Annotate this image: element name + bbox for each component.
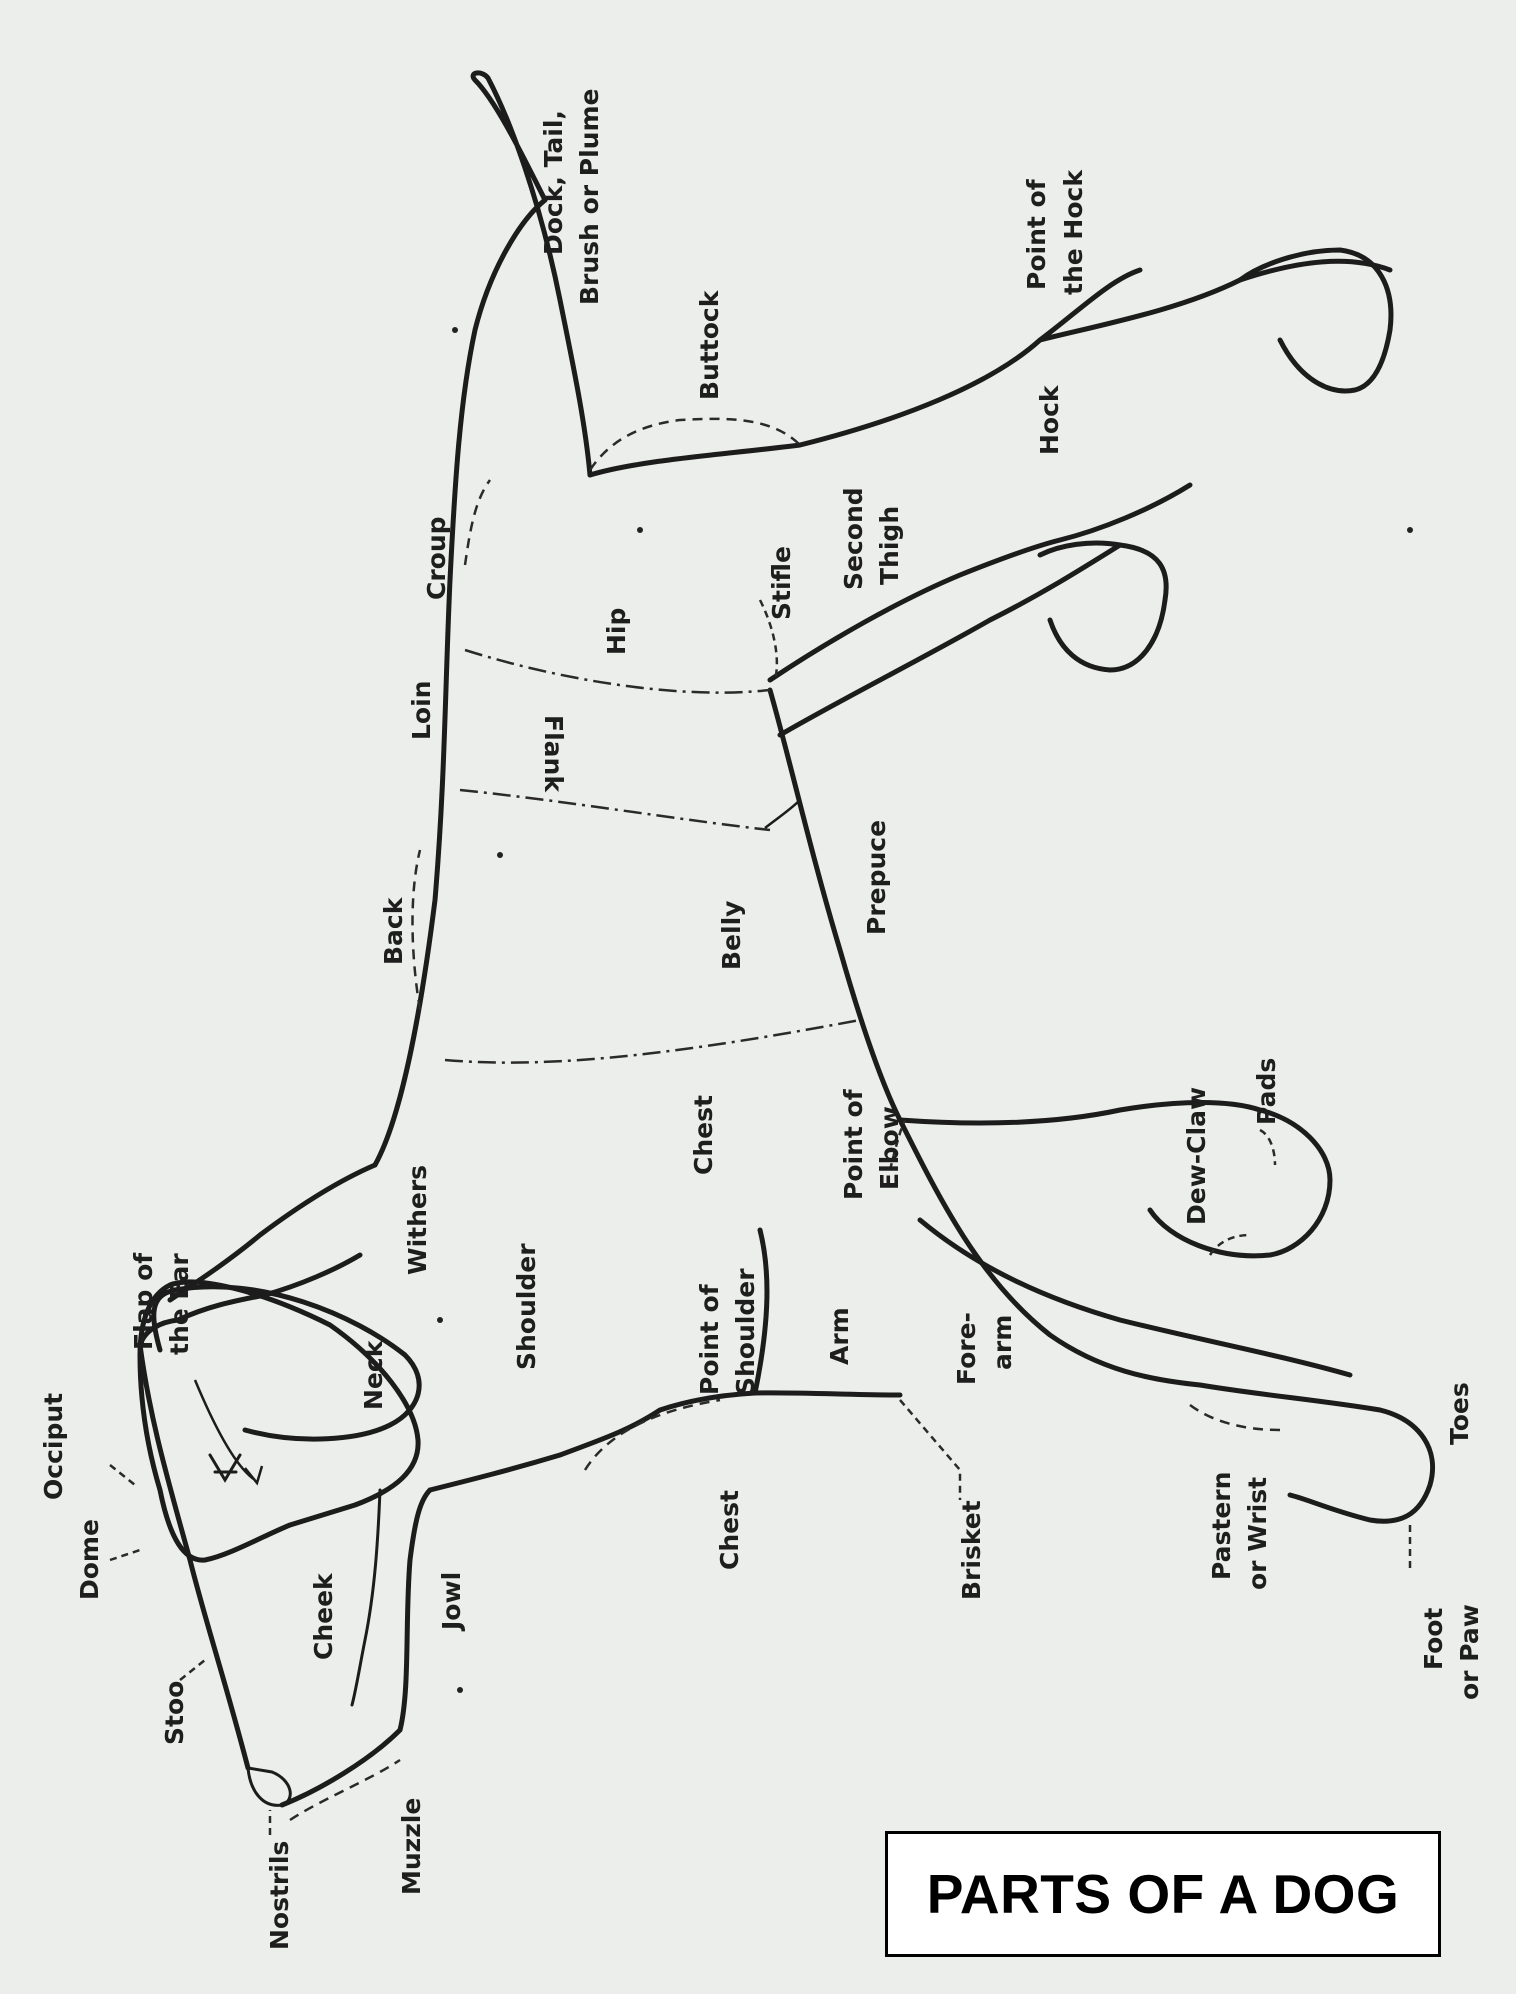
label-second-1: Second bbox=[839, 487, 868, 590]
label-cheek: Cheek bbox=[309, 1572, 338, 1660]
label-point-hock-2: the Hock bbox=[1059, 169, 1088, 295]
label-flap-2: the Ear bbox=[165, 1253, 194, 1355]
leader-prepuce bbox=[765, 800, 800, 828]
muzzle-dash bbox=[290, 1760, 400, 1820]
divider-loin-hip bbox=[465, 650, 770, 693]
label-stop: Stoo bbox=[160, 1681, 189, 1745]
label-muzzle: Muzzle bbox=[397, 1798, 426, 1895]
label-pads: Pads bbox=[1252, 1058, 1281, 1125]
speck-5 bbox=[457, 1687, 463, 1693]
label-dew-claw: Dew-Claw bbox=[1182, 1087, 1211, 1225]
label-shoulder: Shoulder bbox=[512, 1243, 541, 1370]
back-dash bbox=[413, 850, 421, 1010]
speck-3 bbox=[437, 1317, 443, 1323]
lip-line bbox=[352, 1490, 380, 1705]
label-chest-upper: Chest bbox=[689, 1095, 718, 1175]
tail bbox=[473, 73, 590, 475]
label-jowl: Jowl bbox=[437, 1572, 466, 1632]
label-dock-1: Dock, Tail, bbox=[539, 110, 568, 255]
label-elbow-1: Point of bbox=[839, 1088, 868, 1200]
leader-pads bbox=[1260, 1130, 1275, 1165]
label-point-hock-1: Point of bbox=[1022, 178, 1051, 290]
forearm-line bbox=[920, 1220, 1350, 1375]
leader-lines bbox=[110, 600, 1410, 1835]
hind-leg-front bbox=[770, 485, 1190, 680]
label-flank: Flank bbox=[539, 715, 568, 793]
nose bbox=[248, 1768, 290, 1805]
label-chest-lower: Chest bbox=[715, 1490, 744, 1570]
neck-crest bbox=[170, 1165, 375, 1300]
label-occiput: Occiput bbox=[39, 1393, 68, 1500]
label-pastern-1: Pastern bbox=[1207, 1472, 1236, 1580]
pastern-dash bbox=[1190, 1405, 1280, 1430]
leader-brisket bbox=[900, 1400, 960, 1500]
croup-dash bbox=[465, 480, 490, 565]
diagram-title: PARTS OF A DOG bbox=[927, 1862, 1399, 1926]
label-stifle: Stifle bbox=[767, 546, 796, 620]
label-nostrils: Nostrils bbox=[265, 1841, 294, 1950]
label-forearm-2: arm bbox=[988, 1315, 1017, 1370]
label-hock: Hock bbox=[1035, 384, 1064, 455]
label-croup: Croup bbox=[422, 516, 451, 600]
label-forearm-1: Fore- bbox=[952, 1312, 981, 1385]
dog-outline bbox=[140, 73, 1433, 1805]
label-brisket: Brisket bbox=[957, 1500, 986, 1600]
label-point-shoulder-1: Point of bbox=[695, 1283, 724, 1395]
divider-chest-belly bbox=[445, 1020, 860, 1063]
title-box: PARTS OF A DOG bbox=[885, 1831, 1441, 1957]
label-flap-1: Flap of bbox=[129, 1252, 158, 1350]
buttock-dash bbox=[590, 419, 800, 470]
label-foot-1: Foot bbox=[1419, 1608, 1448, 1670]
label-dock-2: Brush or Plume bbox=[575, 89, 604, 305]
label-back: Back bbox=[379, 896, 408, 965]
topline bbox=[375, 200, 545, 1165]
speck-1 bbox=[452, 327, 458, 333]
speck-4 bbox=[1407, 527, 1413, 533]
label-buttock: Buttock bbox=[695, 289, 724, 400]
chest-lower-dash bbox=[585, 1400, 720, 1470]
divider-back-flank bbox=[460, 790, 770, 830]
label-arm: Arm bbox=[825, 1307, 854, 1365]
label-toes: Toes bbox=[1445, 1382, 1474, 1445]
label-prepuce: Prepuce bbox=[862, 820, 891, 935]
muzzle-line bbox=[282, 1490, 430, 1805]
leader-dome bbox=[110, 1550, 140, 1560]
label-belly: Belly bbox=[717, 901, 746, 970]
throat-line bbox=[430, 1393, 900, 1490]
leader-occiput bbox=[110, 1465, 135, 1485]
label-dome: Dome bbox=[75, 1519, 104, 1600]
label-neck: Neck bbox=[359, 1339, 388, 1410]
leader-stop bbox=[180, 1660, 205, 1680]
label-withers: Withers bbox=[403, 1165, 432, 1275]
label-hip: Hip bbox=[602, 608, 631, 655]
labels: Occiput Dome Stoo Nostrils Muzzle Jowl C… bbox=[39, 89, 1484, 1950]
hind-paw-near bbox=[1040, 543, 1166, 670]
speck-2 bbox=[497, 852, 503, 858]
label-second-2: Thigh bbox=[875, 506, 904, 585]
label-foot-2: or Paw bbox=[1455, 1604, 1484, 1700]
label-elbow-2: Elbow bbox=[875, 1106, 904, 1190]
speck-6 bbox=[637, 527, 643, 533]
label-point-shoulder-2: Shoulder bbox=[731, 1268, 760, 1395]
label-loin: Loin bbox=[407, 681, 436, 740]
label-pastern-2: or Wrist bbox=[1243, 1477, 1272, 1590]
